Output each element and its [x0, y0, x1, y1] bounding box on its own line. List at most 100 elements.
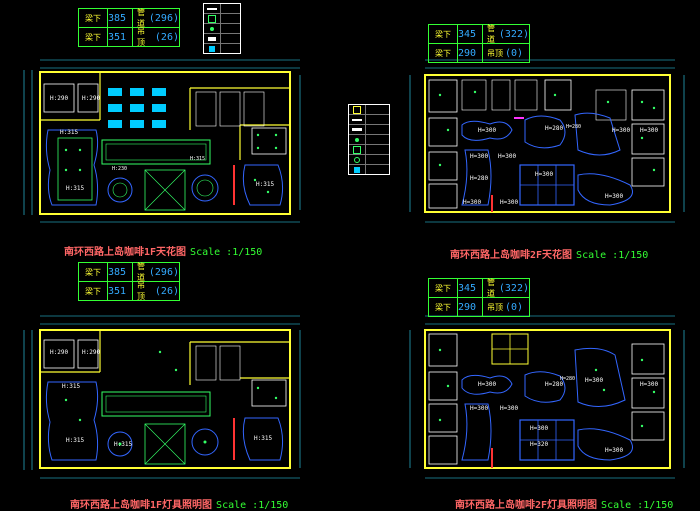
legend-symbol	[349, 165, 366, 174]
table-value: 345	[458, 282, 477, 294]
height-label: H=300	[605, 193, 623, 200]
height-label: H=280	[566, 124, 581, 130]
table-tag: 管道	[487, 24, 495, 44]
legend-symbol	[204, 24, 221, 33]
floor-plan-1f-lighting: H:290 H:290 H:315 H:315 H:315 H:315	[23, 315, 301, 479]
height-label: H=300	[500, 405, 518, 412]
table-tag: 管道	[487, 278, 495, 298]
table-key: 梁下	[79, 282, 108, 300]
table-key: 梁下	[429, 44, 458, 62]
table-note: (0)	[505, 47, 524, 59]
height-label: H:290	[82, 349, 100, 356]
height-label: H:315	[66, 185, 84, 192]
caption-scale: Scale :1/150	[190, 247, 263, 258]
caption-scale: Scale :1/150	[576, 250, 649, 261]
table-tag: 吊顶	[487, 302, 503, 312]
height-label: H:315	[190, 156, 205, 162]
caption-scale: Scale :1/150	[216, 500, 289, 511]
table-value: 345	[458, 28, 477, 40]
height-label: H=300	[463, 199, 481, 206]
floor-plan-2f-ceiling: H=300 H=280 H=300 H=280 H=300 H=300 H=30…	[409, 59, 685, 223]
table-value: 385	[108, 266, 127, 278]
height-label: H=300	[605, 447, 623, 454]
caption-title: 南环西路上岛咖啡1F天花图	[64, 247, 187, 258]
height-label: H:315	[256, 181, 274, 188]
height-label: H=300	[612, 127, 630, 134]
table-note: (0)	[505, 301, 524, 313]
table-value: 290	[458, 47, 477, 59]
symbol-legend-middle	[348, 104, 390, 175]
table-value: 351	[108, 31, 127, 43]
legend-symbol	[349, 105, 366, 114]
table-tag: 管道	[137, 262, 145, 282]
table-tag: 吊顶	[137, 281, 145, 301]
height-label: H:315	[60, 129, 78, 136]
table-tag: 管道	[137, 8, 145, 28]
table-note: (26)	[154, 285, 179, 297]
height-label: H:315	[114, 441, 132, 448]
caption-scale: Scale :1/150	[601, 500, 674, 511]
height-label: H=280	[470, 175, 488, 182]
table-note: (322)	[498, 28, 529, 40]
legend-symbol	[204, 34, 221, 43]
height-label: H=280	[560, 376, 575, 382]
height-label: H:315	[66, 437, 84, 444]
height-label: H=280	[545, 125, 563, 132]
legend-symbol	[349, 115, 366, 124]
caption-title: 南环西路上岛咖啡2F天花图	[450, 250, 573, 261]
table-key: 梁下	[79, 263, 108, 281]
table-key: 梁下	[79, 28, 108, 46]
height-label: H:315	[62, 383, 80, 390]
height-label: H=300	[470, 153, 488, 160]
symbol-legend-top	[203, 3, 241, 54]
height-label: H=300	[585, 377, 603, 384]
floor-plan-2f-lighting: H=300 H=280 H=300 H=280 H=300 H=300 H=30…	[409, 315, 685, 479]
legend-symbol	[349, 135, 366, 144]
height-label: H:290	[50, 95, 68, 102]
legend-symbol	[349, 155, 366, 164]
height-label: H:315	[254, 435, 272, 442]
table-tag: 吊顶	[137, 27, 145, 47]
height-label: H:290	[50, 349, 68, 356]
table-key: 梁下	[429, 25, 458, 43]
table-note: (296)	[148, 12, 179, 24]
table-note: (322)	[498, 282, 529, 294]
height-label: H=300	[640, 127, 658, 134]
table-key: 梁下	[429, 298, 458, 316]
height-label: H:230	[112, 166, 127, 172]
legend-symbol	[349, 125, 366, 134]
table-note: (26)	[154, 31, 179, 43]
table-tag: 吊顶	[487, 48, 503, 58]
table-note: (296)	[148, 266, 179, 278]
table-value: 385	[108, 12, 127, 24]
height-label: H=300	[478, 127, 496, 134]
height-label: H=320	[530, 441, 548, 448]
height-label: H:290	[82, 95, 100, 102]
height-label: H=300	[498, 153, 516, 160]
floor-plan-1f-ceiling: H:290 H:290 H:315 H:315 H:230 H:315 H:31…	[23, 59, 301, 223]
legend-symbol	[204, 4, 221, 13]
height-label: H=300	[470, 405, 488, 412]
legend-symbol	[204, 14, 221, 23]
legend-symbol	[204, 44, 221, 53]
table-value: 290	[458, 301, 477, 313]
legend-symbol	[349, 145, 366, 154]
table-key: 梁下	[79, 9, 108, 27]
caption-title: 南环西路上岛咖啡1F灯具照明图	[70, 500, 213, 511]
table-value: 351	[108, 285, 127, 297]
height-label: H=300	[535, 171, 553, 178]
height-label: H=280	[545, 381, 563, 388]
caption-title: 南环西路上岛咖啡2F灯具照明图	[455, 500, 598, 511]
height-label: H=300	[530, 425, 548, 432]
height-label: H=300	[478, 381, 496, 388]
height-label: H=300	[640, 381, 658, 388]
